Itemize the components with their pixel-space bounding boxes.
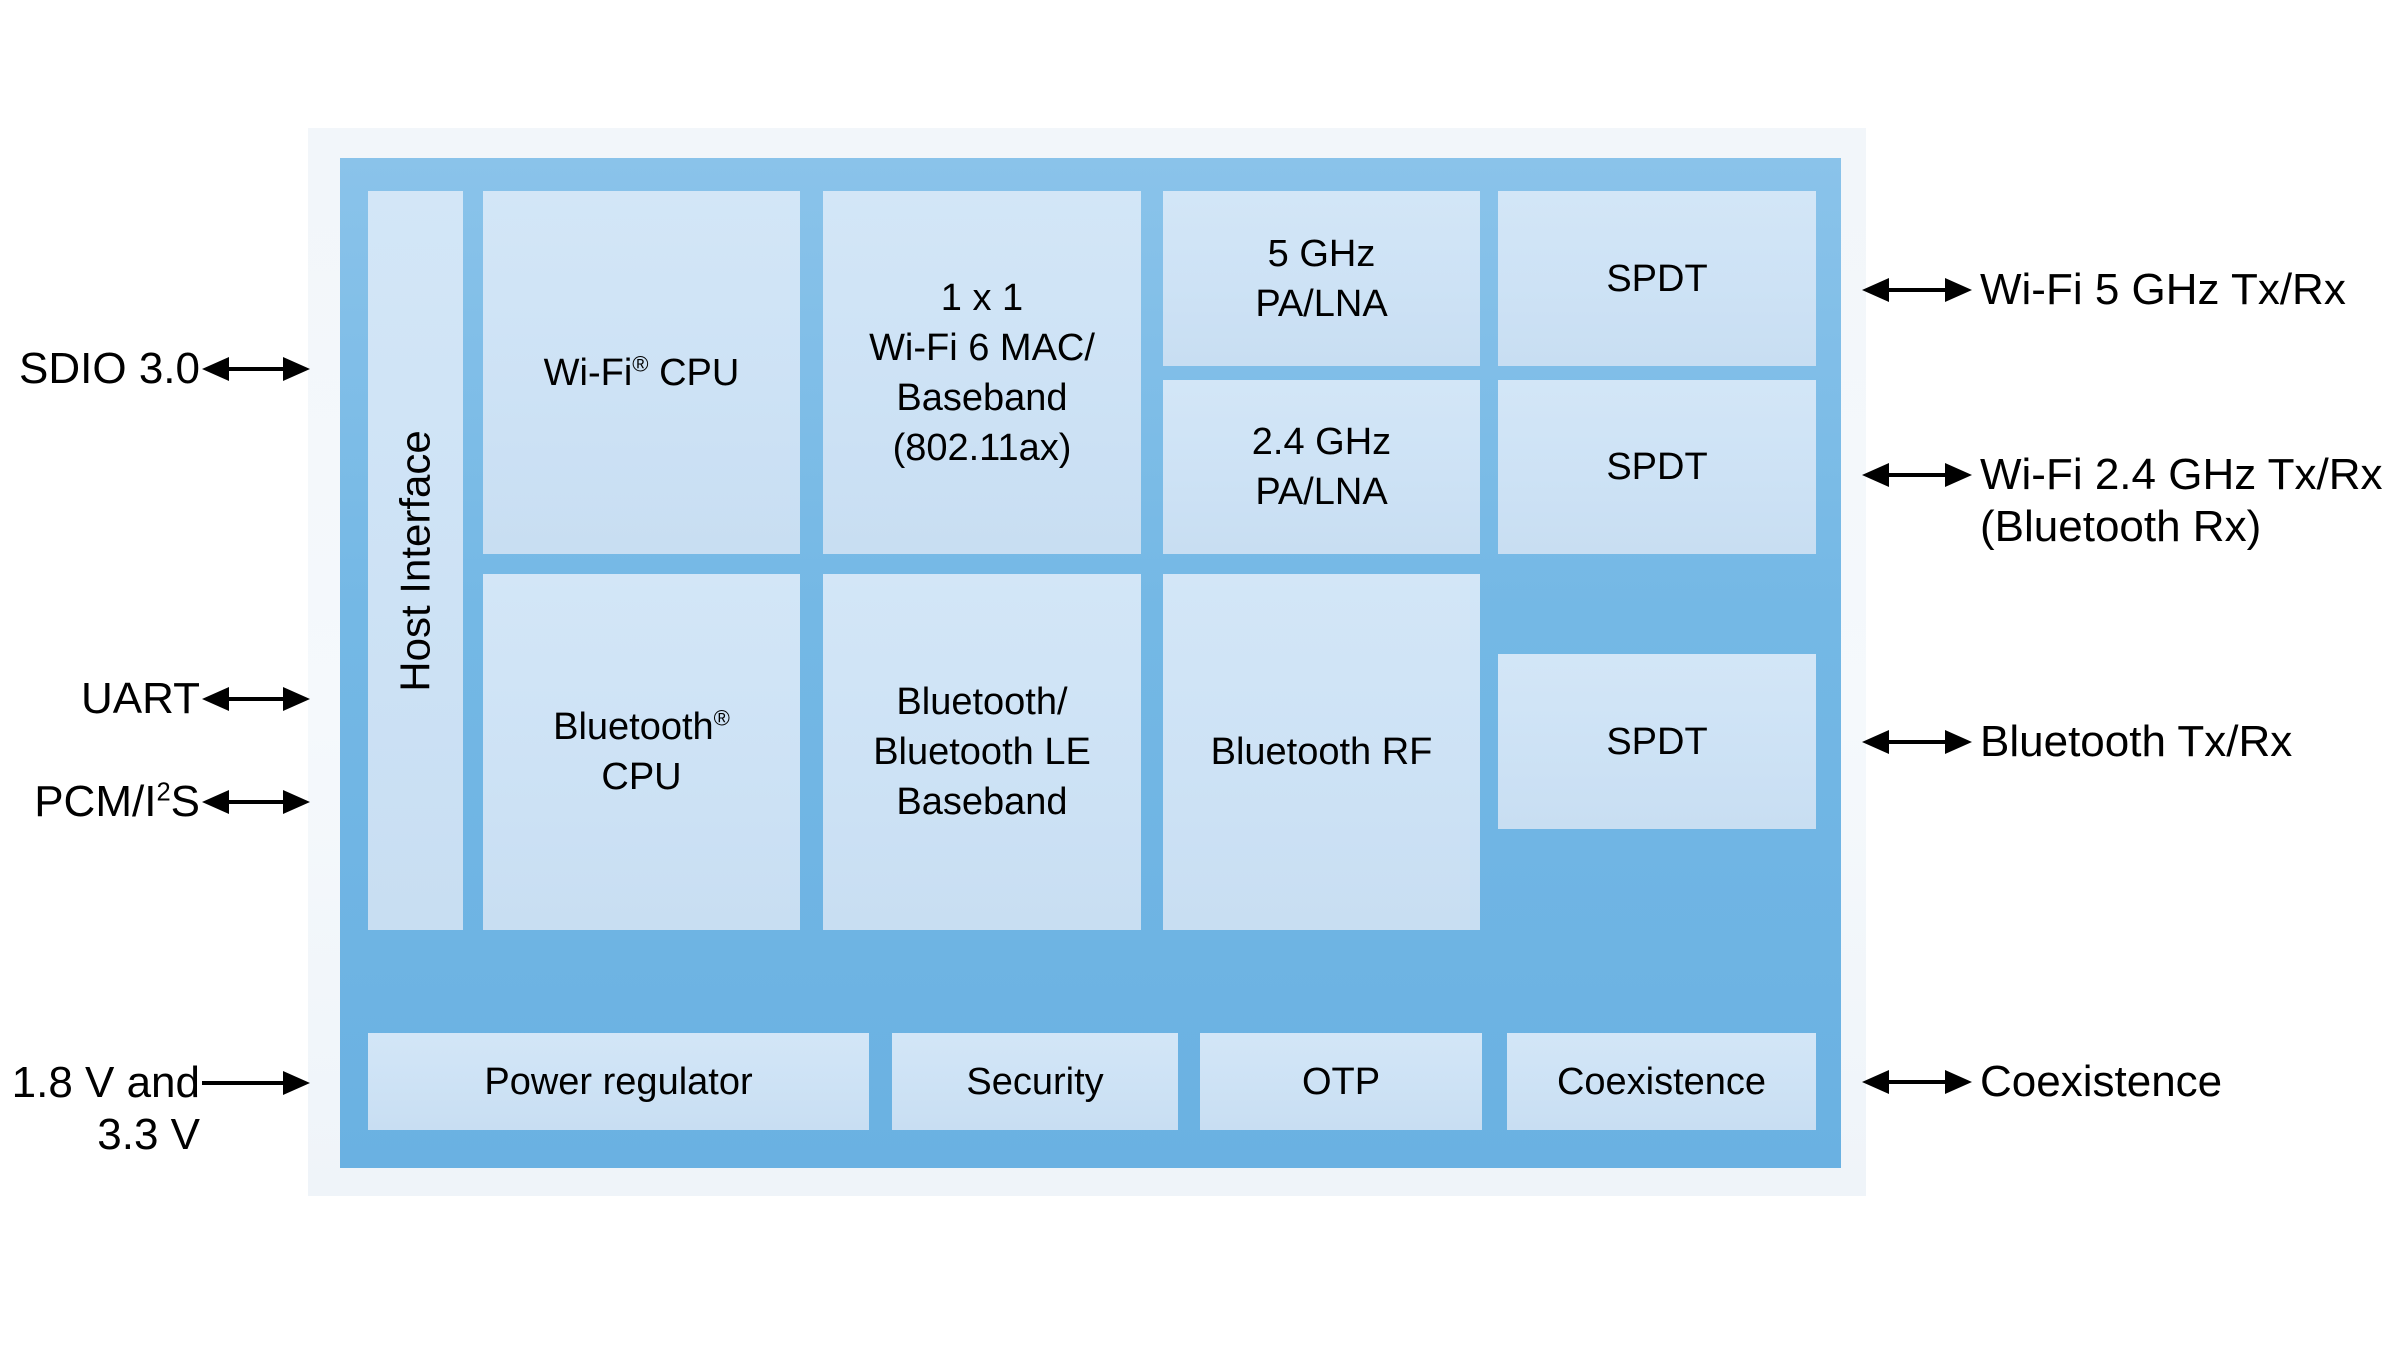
block-bluetooth-baseband: Bluetooth/ Bluetooth LE Baseband [823,574,1141,930]
block-spdt-24ghz: SPDT [1498,380,1816,554]
power-regulator-label: Power regulator [484,1060,753,1103]
bidirectional-arrow-icon [202,355,310,383]
spdt-label: SPDT [1606,257,1708,300]
port-label-coexistence: Coexistence [1980,1057,2223,1106]
block-spdt-5ghz: SPDT [1498,191,1816,366]
bidirectional-arrow-icon [202,685,310,713]
wifi-cpu-label: Wi-Fi® CPU [543,350,740,394]
block-wifi6-mac-baseband: 1 x 1 Wi-Fi 6 MAC/ Baseband (802.11ax) [823,191,1141,554]
port-label-wifi-24ghz: Wi-Fi 2.4 GHz Tx/Rx (Bluetooth Rx) [1980,450,2383,551]
bt-cpu-line2: CPU [601,756,682,798]
pa5-line: 5 GHz [1267,232,1376,275]
bidirectional-arrow-icon [1862,461,1972,489]
block-24ghz-pa-lna: 2.4 GHz PA/LNA [1163,380,1480,554]
bt-bb-line: Baseband [896,781,1068,823]
pa24-line: 2.4 GHz [1251,421,1392,463]
port-label-pcm-i2s: PCM/I2S [34,777,200,826]
port-label-bluetooth-txrx: Bluetooth Tx/Rx [1980,717,2293,766]
security-label: Security [966,1060,1104,1103]
block-host-interface: Host Interface [368,191,463,930]
host-interface-label: Host Interface [391,429,439,692]
bt-bb-line: Bluetooth/ [896,681,1068,723]
coexistence-label: Coexistence [1556,1060,1767,1103]
block-5ghz-pa-lna: 5 GHz PA/LNA [1163,191,1480,366]
otp-label: OTP [1301,1060,1381,1103]
block-power-regulator: Power regulator [368,1033,869,1130]
bidirectional-arrow-icon [1862,1068,1972,1096]
wifi-mac-line: Baseband [896,376,1068,419]
block-spdt-bluetooth: SPDT [1498,654,1816,829]
block-bluetooth-rf: Bluetooth RF [1163,574,1480,930]
bt-bb-line: Bluetooth LE [873,731,1091,773]
wifi-mac-line: (802.11ax) [892,426,1072,469]
bt-rf-label: Bluetooth RF [1210,731,1433,773]
block-otp: OTP [1200,1033,1482,1130]
pa24-line: PA/LNA [1255,471,1388,513]
spdt-label: SPDT [1606,446,1708,488]
bidirectional-arrow-icon [1862,728,1972,756]
block-coexistence: Coexistence [1507,1033,1816,1130]
wifi-mac-line: 1 x 1 [940,276,1024,319]
spdt-label: SPDT [1606,720,1708,763]
block-bluetooth-cpu: Bluetooth® CPU [483,574,800,930]
port-label-supply-voltage: 1.8 V and 3.3 V [11,1058,200,1159]
port-label-sdio: SDIO 3.0 [19,344,200,393]
chip-body: Host Interface Wi-Fi® CPU 1 x 1 Wi-Fi 6 … [340,158,1841,1168]
bt-cpu-line1: Bluetooth® [553,705,730,748]
pa5-line: PA/LNA [1255,282,1388,325]
bidirectional-arrow-icon [1862,276,1972,304]
port-label-wifi-5ghz: Wi-Fi 5 GHz Tx/Rx [1980,265,2346,314]
block-security: Security [892,1033,1178,1130]
block-wifi-cpu: Wi-Fi® CPU [483,191,800,554]
port-label-uart: UART [81,674,200,723]
wifi-mac-line: Wi-Fi 6 MAC/ [869,326,1095,369]
right-arrow-icon [202,1069,310,1097]
bidirectional-arrow-icon [202,788,310,816]
